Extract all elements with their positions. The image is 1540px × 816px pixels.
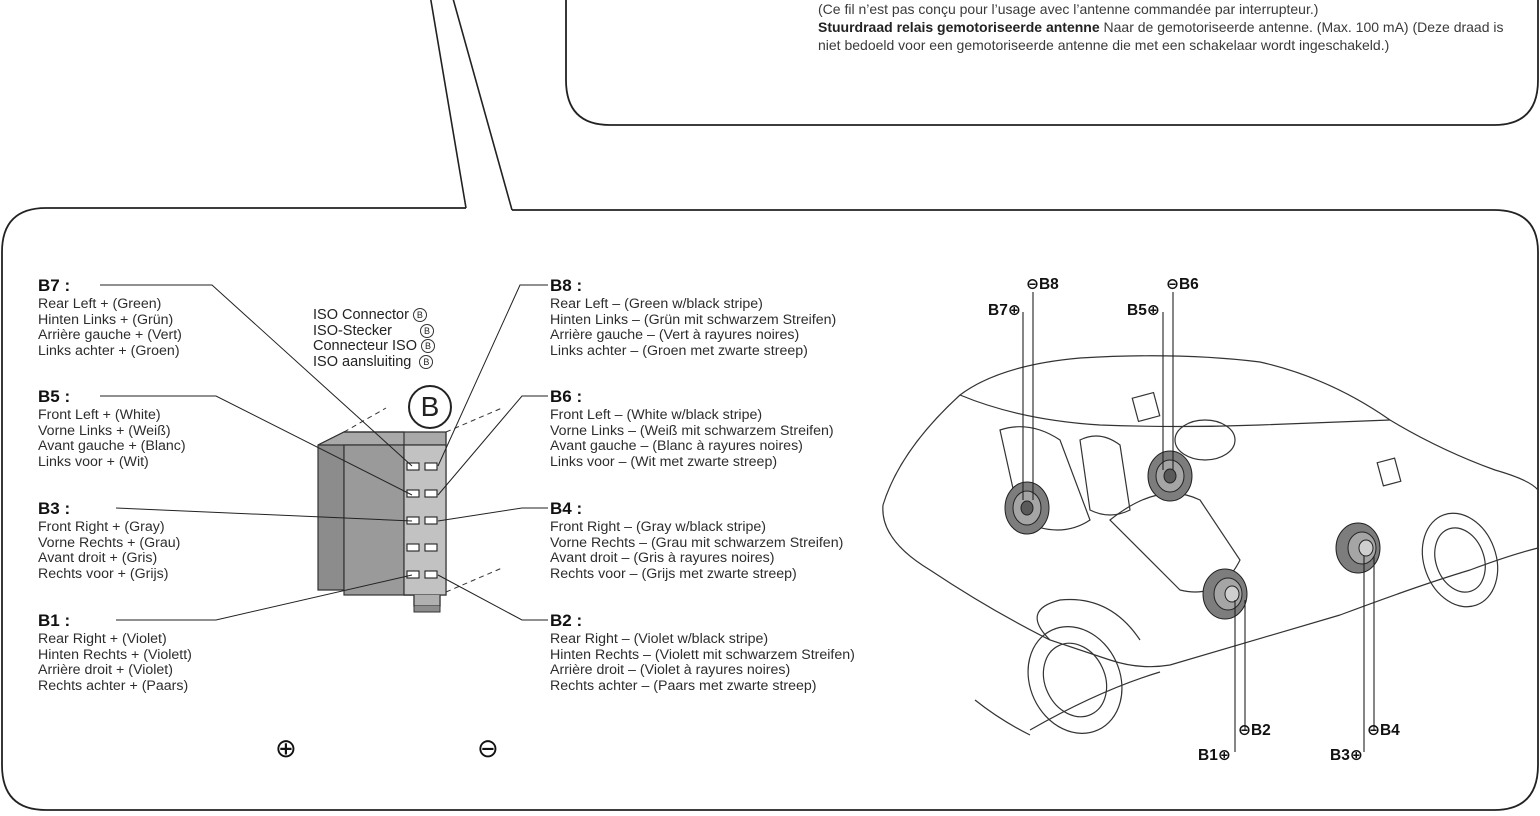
pin-line: Links achter – (Groen met zwarte streep) xyxy=(550,342,808,359)
pin-id: B2 : xyxy=(550,611,583,630)
pin-line: Rear Left – (Green w/black stripe) xyxy=(550,296,763,312)
pin-line: Rechts achter – (Paars met zwarte streep… xyxy=(550,677,817,694)
car-illustration xyxy=(882,355,1539,736)
pin-line: Rechts achter + (Paars) xyxy=(38,677,189,694)
pin-line: Avant droit – (Gris à rayures noires) xyxy=(550,550,775,566)
pin-line: Front Left – (White w/black stripe) xyxy=(550,407,763,423)
pin-line: Arrière droit – (Violet à rayures noires… xyxy=(550,662,791,678)
iso-connector-drawing xyxy=(317,407,503,613)
speaker-label-b7: B7⊕ xyxy=(988,302,1021,319)
top-callout-box xyxy=(565,0,1539,126)
iso-marker: B xyxy=(412,308,427,322)
pin-line: Vorne Rechts + (Grau) xyxy=(38,534,181,551)
callout-pointer xyxy=(430,0,513,211)
pin-line: Avant gauche – (Blanc à rayures noires) xyxy=(550,438,803,454)
pin-id: B4 : xyxy=(550,499,583,518)
iso-connector-big-marker: B xyxy=(408,385,452,429)
leader-lines xyxy=(100,284,548,621)
top-note-bold-term: Stuurdraad relais gemotoriseerde antenne xyxy=(818,19,1100,35)
pin-line: Rechts voor – (Grijs met zwarte streep) xyxy=(550,565,797,582)
minus-icon: ⊖ xyxy=(477,733,499,763)
pin-group-b5: B5 : Front Left + (White) Vorne Links + … xyxy=(38,387,186,470)
pin-group-b4: B4 : Front Right – (Gray w/black stripe)… xyxy=(550,499,843,582)
pin-group-b1: B1 : Rear Right + (Violet) Hinten Rechts… xyxy=(38,611,192,694)
top-note-line2: Naar de gemotoriseerde antenne. (Max. 10… xyxy=(818,19,1504,53)
pin-line: Rear Left + (Green) xyxy=(38,296,162,312)
pin-line: Front Left + (White) xyxy=(38,407,161,423)
pin-line: Hinten Rechts – (Violett mit schwarzem S… xyxy=(550,646,855,663)
pin-line: Rechts voor + (Grijs) xyxy=(38,565,169,582)
pin-line: Vorne Links – (Weiß mit schwarzem Streif… xyxy=(550,422,834,439)
speaker-label-b3: B3⊕ xyxy=(1330,747,1363,764)
pin-line: Hinten Links – (Grün mit schwarzem Strei… xyxy=(550,311,837,328)
pin-line: Rear Right + (Violet) xyxy=(38,631,167,647)
speaker-front-right xyxy=(1335,522,1381,574)
speaker-wires xyxy=(1022,292,1375,752)
pin-id: B5 : xyxy=(38,387,71,406)
pin-line: Hinten Rechts + (Violett) xyxy=(38,646,192,663)
speaker-label-b1: B1⊕ xyxy=(1198,747,1231,764)
speaker-label-b2: ⊖B2 xyxy=(1238,722,1271,739)
pin-group-b2: B2 : Rear Right – (Violet w/black stripe… xyxy=(550,611,855,694)
pin-line: Front Right + (Gray) xyxy=(38,519,165,535)
pin-group-b3: B3 : Front Right + (Gray) Vorne Rechts +… xyxy=(38,499,180,582)
pin-group-b8: B8 : Rear Left – (Green w/black stripe) … xyxy=(550,276,836,359)
speaker-label-b5: B5⊕ xyxy=(1127,302,1160,319)
speaker-label-b8: ⊖B8 xyxy=(1026,276,1059,293)
pin-line: Arrière droit + (Violet) xyxy=(38,662,173,678)
pin-line: Arrière gauche + (Vert) xyxy=(38,327,182,343)
speaker-rear-right xyxy=(1202,568,1248,620)
pin-line: Front Right – (Gray w/black stripe) xyxy=(550,519,767,535)
iso-marker: B xyxy=(419,354,434,369)
pin-id: B1 : xyxy=(38,611,71,630)
iso-marker: B xyxy=(420,339,435,354)
pin-id: B7 : xyxy=(38,276,71,295)
speaker-front-left xyxy=(1147,450,1193,502)
pin-line: Rear Right – (Violet w/black stripe) xyxy=(550,631,769,647)
pin-line: Links achter + (Groen) xyxy=(38,342,180,359)
pin-line: Links voor – (Wit met zwarte streep) xyxy=(550,453,778,470)
pin-line: Arrière gauche – (Vert à rayures noires) xyxy=(550,327,800,343)
plus-icon: ⊕ xyxy=(275,733,297,763)
top-note-line1: (Ce fil n’est pas conçu pour l’usage ave… xyxy=(818,1,1319,17)
pin-line: Avant gauche + (Blanc) xyxy=(38,438,186,454)
iso-marker: B xyxy=(419,323,434,338)
pin-id: B8 : xyxy=(550,276,583,295)
pin-group-b7: B7 : Rear Left + (Green) Hinten Links + … xyxy=(38,276,182,359)
pin-id: B3 : xyxy=(38,499,71,518)
speaker-rear-left xyxy=(1004,481,1050,535)
main-callout-box xyxy=(1,207,1539,811)
top-note: (Ce fil n’est pas conçu pour l’usage ave… xyxy=(818,0,1518,54)
pin-line: Hinten Links + (Grün) xyxy=(38,311,174,328)
speaker-label-b4: ⊖B4 xyxy=(1367,722,1400,739)
pin-line: Vorne Rechts – (Grau mit schwarzem Strei… xyxy=(550,534,844,551)
speaker-label-b6: ⊖B6 xyxy=(1166,276,1199,293)
pin-line: Vorne Links + (Weiß) xyxy=(38,422,171,439)
pin-line: Links voor + (Wit) xyxy=(38,453,149,470)
pin-group-b6: B6 : Front Left – (White w/black stripe)… xyxy=(550,387,834,470)
pin-id: B6 : xyxy=(550,387,583,406)
pin-line: Avant droit + (Gris) xyxy=(38,550,158,566)
